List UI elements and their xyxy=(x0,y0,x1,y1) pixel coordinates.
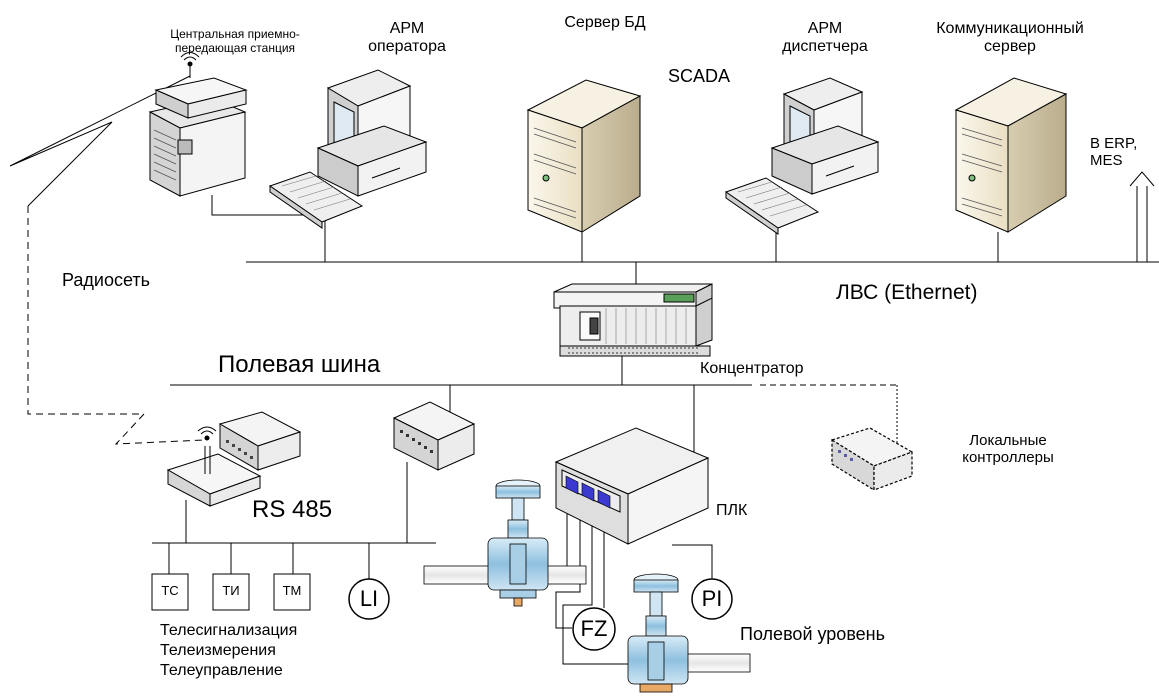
rs485-modem-icon xyxy=(166,411,302,507)
control-valve-2-icon xyxy=(627,573,689,693)
local-controllers-label: Локальные контроллеры xyxy=(962,432,1054,467)
central-station-icon xyxy=(148,52,248,197)
ti-box-label: ТИ xyxy=(222,583,240,598)
scada-label: SCADA xyxy=(668,66,731,86)
fz-instrument-circle xyxy=(572,607,616,651)
comm-server-icon xyxy=(954,77,1068,233)
ti-box xyxy=(212,573,250,611)
concentrator-label: Концентратор xyxy=(700,360,804,377)
field-level-label: Полевой уровень xyxy=(740,624,886,644)
control-valve-1-icon xyxy=(487,479,549,607)
telecontrol-label: Телеуправление xyxy=(160,662,283,679)
arm-operator-label: АРМ оператора xyxy=(368,20,446,56)
plc-label: ПЛК xyxy=(716,502,748,519)
arm-dispatcher-label: АРМ диспетчера xyxy=(782,20,868,56)
rs485-label: RS 485 xyxy=(252,496,333,523)
instrument-circles xyxy=(348,578,733,651)
operator-workstation-icon xyxy=(268,69,428,229)
telemeasure-label: Телеизмерения xyxy=(160,642,276,659)
comm-server-label: Коммуникационный сервер xyxy=(936,20,1084,56)
plc-wire-valve2 xyxy=(562,516,636,665)
erp-mes-label: В ERP, MES xyxy=(1090,135,1138,169)
station-to-keyboard xyxy=(211,195,325,216)
db-server-icon xyxy=(526,79,642,233)
central-station-label: Центральная приемно- передающая станция xyxy=(170,27,300,55)
plc-icon xyxy=(554,427,710,545)
pi-instrument-label: PI xyxy=(701,586,723,611)
tc-box-label: ТС xyxy=(161,583,179,598)
telemetry-boxes xyxy=(151,573,311,611)
process-pipes xyxy=(423,565,751,673)
radio-link-solid xyxy=(9,75,191,207)
dispatcher-workstation-icon xyxy=(724,77,880,235)
lan-label: ЛВС (Ethernet) xyxy=(836,281,978,304)
field-bus-label: Полевая шина xyxy=(218,351,381,378)
radio-network-label: Радиосеть xyxy=(62,270,151,290)
erp-arrow-head xyxy=(1129,171,1155,187)
fz-instrument-label: FZ xyxy=(580,616,608,641)
radio-link-dashed xyxy=(27,206,205,445)
li-instrument-label: LI xyxy=(359,586,379,611)
pi-instrument-circle xyxy=(691,578,733,620)
tm-box xyxy=(273,573,311,611)
telesignal-label: Телесигнализация xyxy=(160,622,298,639)
db-server-label: Сервер БД xyxy=(564,14,646,31)
li-instrument-circle xyxy=(348,578,390,620)
concentrator-icon xyxy=(553,283,713,357)
tc-box xyxy=(151,573,189,611)
tm-box-label: ТМ xyxy=(282,583,302,598)
local-controllers-icon xyxy=(830,427,914,492)
field-switch-icon xyxy=(392,401,476,471)
plc-wire-pi xyxy=(672,544,713,580)
